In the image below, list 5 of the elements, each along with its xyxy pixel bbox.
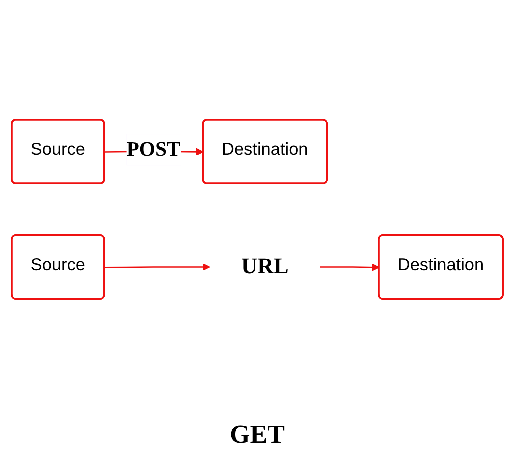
arrow — [320, 264, 380, 272]
edge-label: POST — [126, 139, 181, 162]
node-text: URL — [241, 254, 289, 279]
note-label: GET — [230, 420, 285, 449]
arrow — [104, 264, 210, 272]
